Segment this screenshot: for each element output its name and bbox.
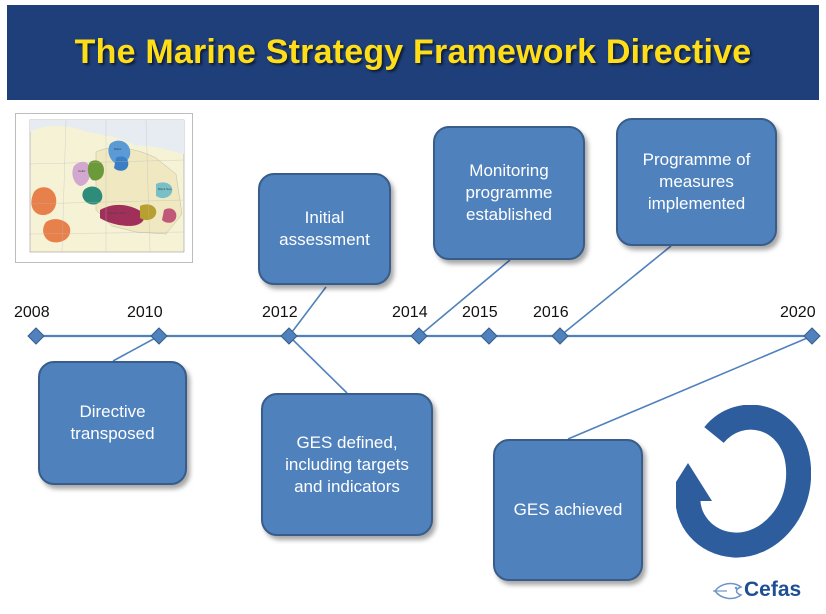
timeline-marker-2014: [410, 327, 428, 345]
connector-ges-achieved: [567, 335, 813, 440]
connector-initial: [288, 286, 327, 337]
milestone-programme-of-measures: Programme of measures implemented: [616, 118, 777, 246]
timeline-marker-2012: [280, 327, 298, 345]
connector-monitoring: [418, 259, 511, 337]
title-banner: The Marine Strategy Framework Directive: [7, 5, 819, 100]
year-label-2012: 2012: [262, 304, 298, 321]
svg-text:Baltic: Baltic: [114, 147, 122, 151]
connector-lines: [112, 245, 813, 440]
fish-logo-icon: [713, 582, 743, 600]
timeline-marker-2015: [480, 327, 498, 345]
svg-text:Black Sea: Black Sea: [158, 187, 172, 191]
year-label-2014: 2014: [392, 304, 428, 321]
milestone-directive-transposed: Directive transposed: [38, 361, 187, 485]
year-label-2008: 2008: [14, 304, 50, 321]
year-label-2020: 2020: [780, 304, 816, 321]
connector-ges-defined: [288, 335, 348, 394]
timeline-marker-2016: [551, 327, 569, 345]
timeline-marker-2020: [803, 327, 821, 345]
timeline-marker-2010: [150, 327, 168, 345]
year-label-2010: 2010: [127, 304, 163, 321]
cefas-logo: Cefas: [713, 574, 823, 606]
logo-text: Cefas: [744, 578, 802, 601]
milestone-ges-defined: GES defined, including targets and indic…: [261, 393, 433, 536]
page-title: The Marine Strategy Framework Directive: [74, 33, 752, 71]
connector-directive: [112, 335, 160, 362]
year-label-2016: 2016: [533, 304, 569, 321]
svg-text:Western Med: Western Med: [108, 211, 126, 215]
year-label-2015: 2015: [462, 304, 498, 321]
svg-text:Celtic: Celtic: [78, 169, 86, 173]
cycle-arrow-icon: [676, 405, 811, 558]
connector-measures: [559, 245, 672, 337]
milestone-initial-assessment: Initial assessment: [258, 173, 391, 285]
milestone-monitoring-programme: Monitoring programme established: [433, 126, 585, 260]
milestone-ges-achieved: GES achieved: [493, 439, 643, 581]
timeline-marker-2008: [27, 327, 45, 345]
